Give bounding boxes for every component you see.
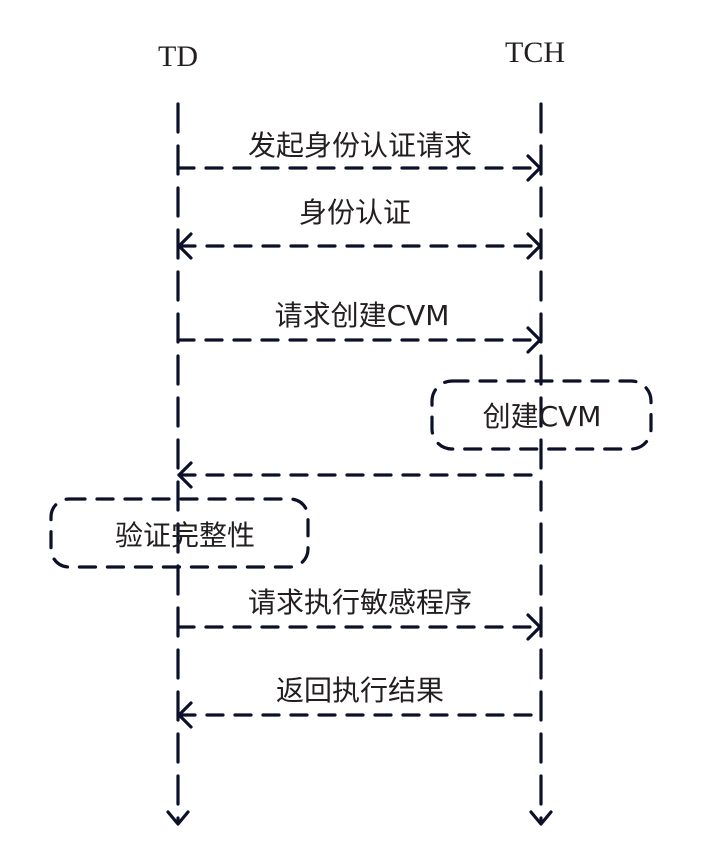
activity-verify-integrity: 验证完整性 [49,497,310,569]
message-2: 身份认证 [177,196,542,260]
message-5-label: 请求执行敏感程序 [248,586,472,619]
arrow-right-icon [526,613,542,641]
activity-box [430,379,653,451]
arrow-left-icon [177,461,193,489]
message-6-label: 返回执行结果 [276,674,444,707]
message-6: 返回执行结果 [177,674,543,729]
lifeline-td-arrowhead-icon [166,810,190,826]
arrow-right-icon [526,326,542,354]
message-1: 发起身份认证请求 [176,129,542,182]
arrow-left-icon [177,232,193,260]
activity-create-cvm-label: 创建CVM [483,400,602,433]
message-1-label: 发起身份认证请求 [248,129,472,162]
activity-verify-integrity-label: 验证完整性 [115,519,255,552]
arrow-right-icon [526,232,542,260]
message-2-label: 身份认证 [299,196,411,229]
activity-create-cvm: 创建CVM [430,379,653,451]
activity-box [49,497,310,569]
lifeline-tch-arrowhead-icon [529,810,553,826]
arrow-left-icon [177,701,193,729]
message-3: 请求创建CVM [176,299,542,354]
arrow-right-icon [526,154,542,182]
message-4 [177,461,543,489]
message-5: 请求执行敏感程序 [176,586,542,641]
actor-td-label: TD [158,40,198,73]
message-3-label: 请求创建CVM [275,299,450,332]
actor-tch-label: TCH [505,36,565,69]
